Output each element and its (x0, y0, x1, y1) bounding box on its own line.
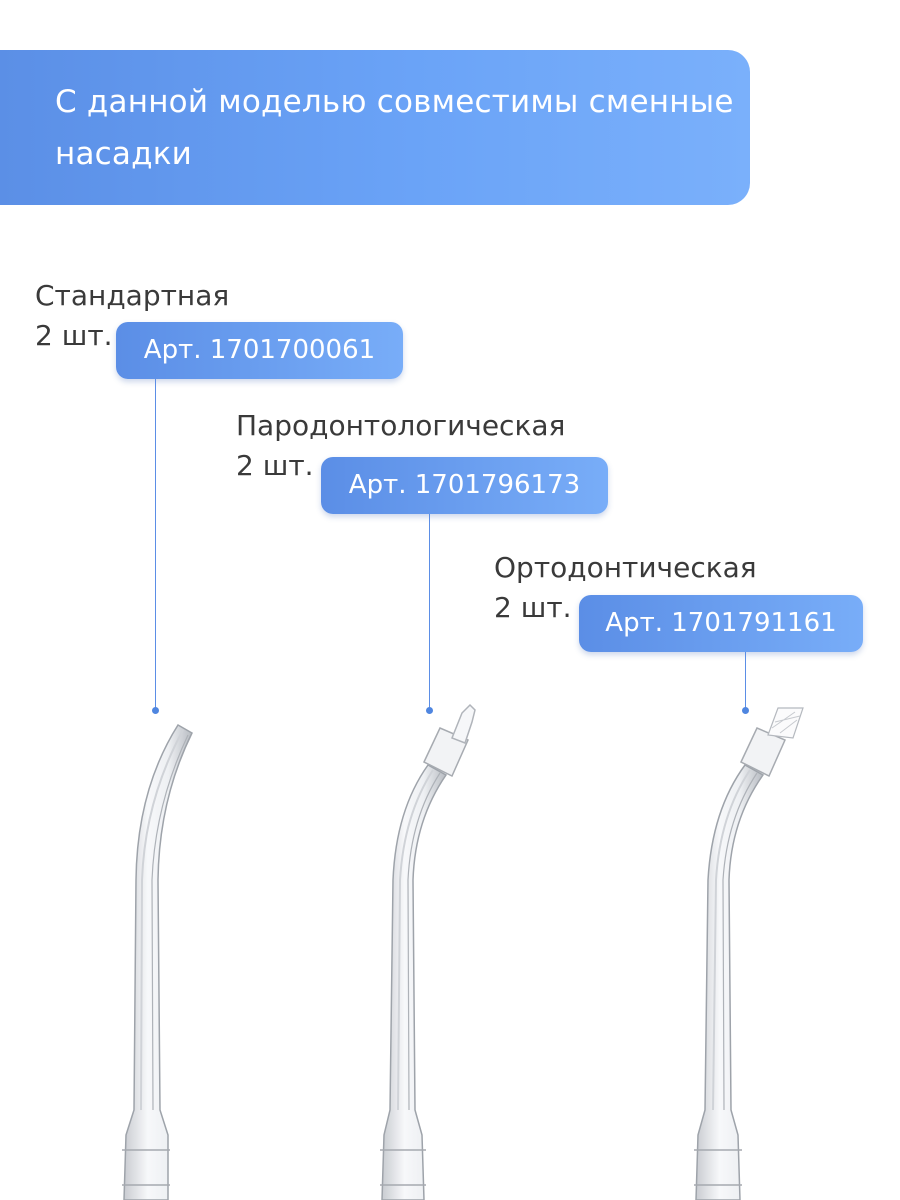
nozzle-orthodontic-leader-dot (742, 707, 749, 714)
nozzle-orthodontic-count: 2 шт. (494, 591, 572, 624)
nozzle-orthodontic-article-badge: Арт. 1701791161 (579, 595, 863, 652)
nozzle-periodontal-leader-dot (426, 707, 433, 714)
orthodontic-nozzle-image (694, 707, 804, 1200)
nozzle-standard-count: 2 шт. (35, 319, 113, 352)
nozzle-standard-article-badge: Арт. 1701700061 (116, 322, 403, 379)
standard-nozzle-image (122, 723, 193, 1200)
nozzle-standard-name: Стандартная (35, 279, 230, 312)
periodontal-nozzle-image (380, 703, 476, 1200)
nozzle-standard-leader-line (155, 379, 156, 710)
nozzle-standard-label: Стандартная 2 шт. (35, 276, 229, 356)
nozzle-periodontal-article-badge: Арт. 1701796173 (321, 457, 608, 514)
page-title: С данной моделью совместимы сменные наса… (55, 84, 734, 172)
nozzle-periodontal-count: 2 шт. (236, 449, 314, 482)
nozzle-periodontal-leader-line (429, 514, 430, 710)
nozzle-orthodontic-label: Ортодонтическая 2 шт. (494, 548, 757, 628)
nozzle-periodontal-name: Пародонтологическая (236, 409, 566, 442)
nozzle-orthodontic-name: Ортодонтическая (494, 551, 757, 584)
nozzle-periodontal-label: Пародонтологическая 2 шт. (236, 406, 565, 486)
header-banner: С данной моделью совместимы сменные наса… (0, 50, 750, 205)
nozzle-standard-leader-dot (152, 707, 159, 714)
nozzle-orthodontic-leader-line (745, 652, 746, 710)
